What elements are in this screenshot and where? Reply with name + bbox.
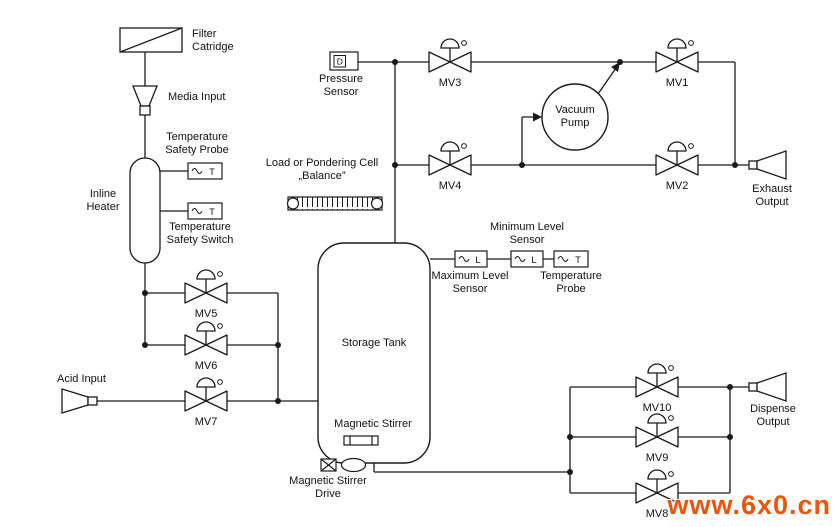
safety-probe-letter: T (209, 167, 215, 178)
magnetic-stirrer-bar (343, 435, 379, 446)
temperature-probe-letter: T (575, 255, 581, 266)
acid-input-label: Acid Input (57, 373, 106, 385)
valve-mv9 (635, 413, 679, 448)
mv9-label: MV9 (645, 452, 669, 464)
valve-mv6 (184, 321, 228, 356)
mv5-label: MV5 (194, 308, 218, 320)
vacuum-pump-label: Vacuum Pump (555, 104, 595, 130)
mv8-label: MV8 (645, 508, 669, 520)
safety-switch-letter: T (209, 207, 215, 218)
temperature-safety-probe-label: Temperature Safety Probe (165, 131, 229, 157)
valve-mv2 (655, 141, 699, 176)
storage-tank-label: Storage Tank (341, 337, 407, 349)
mv7-label: MV7 (194, 416, 218, 428)
pressure-sensor-instrument: D (329, 51, 359, 71)
pressure-sensor-label: Pressure Sensor (318, 73, 364, 99)
vacuum-pump-circle (541, 83, 609, 151)
pressure-letter: D (337, 57, 343, 67)
valve-mv4 (428, 141, 472, 176)
valve-mv3 (428, 38, 472, 73)
magnetic-stirrer-label: Magnetic Stirrer (334, 418, 412, 430)
pump-inlet-arrow (533, 112, 542, 122)
valve-mv1 (655, 38, 699, 73)
inline-heater-label: Inline Heater (86, 188, 120, 214)
dispense-output-nozzle (748, 372, 787, 402)
load-cell-label: Load or Pondering Cell „Balance” (265, 157, 379, 183)
temperature-probe-instrument: T (553, 250, 589, 268)
filter-cartridge-label: Filter Catridge (192, 28, 234, 54)
minimum-level-sensor-label: Minimum Level Sensor (490, 221, 564, 247)
exhaust-output-nozzle (748, 150, 787, 180)
temperature-safety-switch-label: Temperature Safety Switch (166, 221, 234, 247)
mv1-label: MV1 (665, 77, 689, 89)
minimum-level-sensor-instrument: L (510, 250, 544, 268)
mv6-label: MV6 (194, 360, 218, 372)
temperature-safety-switch-instrument: T (187, 202, 223, 220)
mv3-label: MV3 (438, 77, 462, 89)
mv2-label: MV2 (665, 180, 689, 192)
maximum-level-sensor-instrument: L (454, 250, 488, 268)
media-input-label: Media Input (168, 91, 226, 103)
watermark: www.6x0.cn (667, 490, 831, 520)
valve-mv7 (184, 377, 228, 412)
valve-mv10 (635, 363, 679, 398)
inline-heater-vessel (129, 157, 161, 264)
filter-cartridge (119, 27, 183, 53)
media-input-funnel (132, 85, 158, 116)
temperature-safety-probe-instrument: T (187, 162, 223, 180)
load-cell (286, 196, 384, 211)
exhaust-output-label: Exhaust Output (752, 183, 792, 209)
mv4-label: MV4 (438, 180, 462, 192)
maximum-level-letter: L (475, 255, 480, 266)
magnetic-stirrer-drive-symbol (320, 457, 367, 473)
maximum-level-sensor-label: Maximum Level Sensor (431, 270, 509, 296)
valve-mv5 (184, 269, 228, 304)
junction-dots (142, 59, 738, 475)
minimum-level-letter: L (531, 255, 536, 266)
temperature-probe-label: Temperature Probe (540, 270, 602, 296)
dispense-output-label: Dispense Output (750, 403, 796, 429)
acid-input-funnel (61, 388, 98, 414)
mv10-label: MV10 (642, 402, 672, 414)
pump-outlet-arrow (611, 62, 620, 72)
magnetic-stirrer-drive-label: Magnetic Stirrer Drive (289, 475, 367, 501)
storage-tank-vessel (317, 242, 431, 464)
